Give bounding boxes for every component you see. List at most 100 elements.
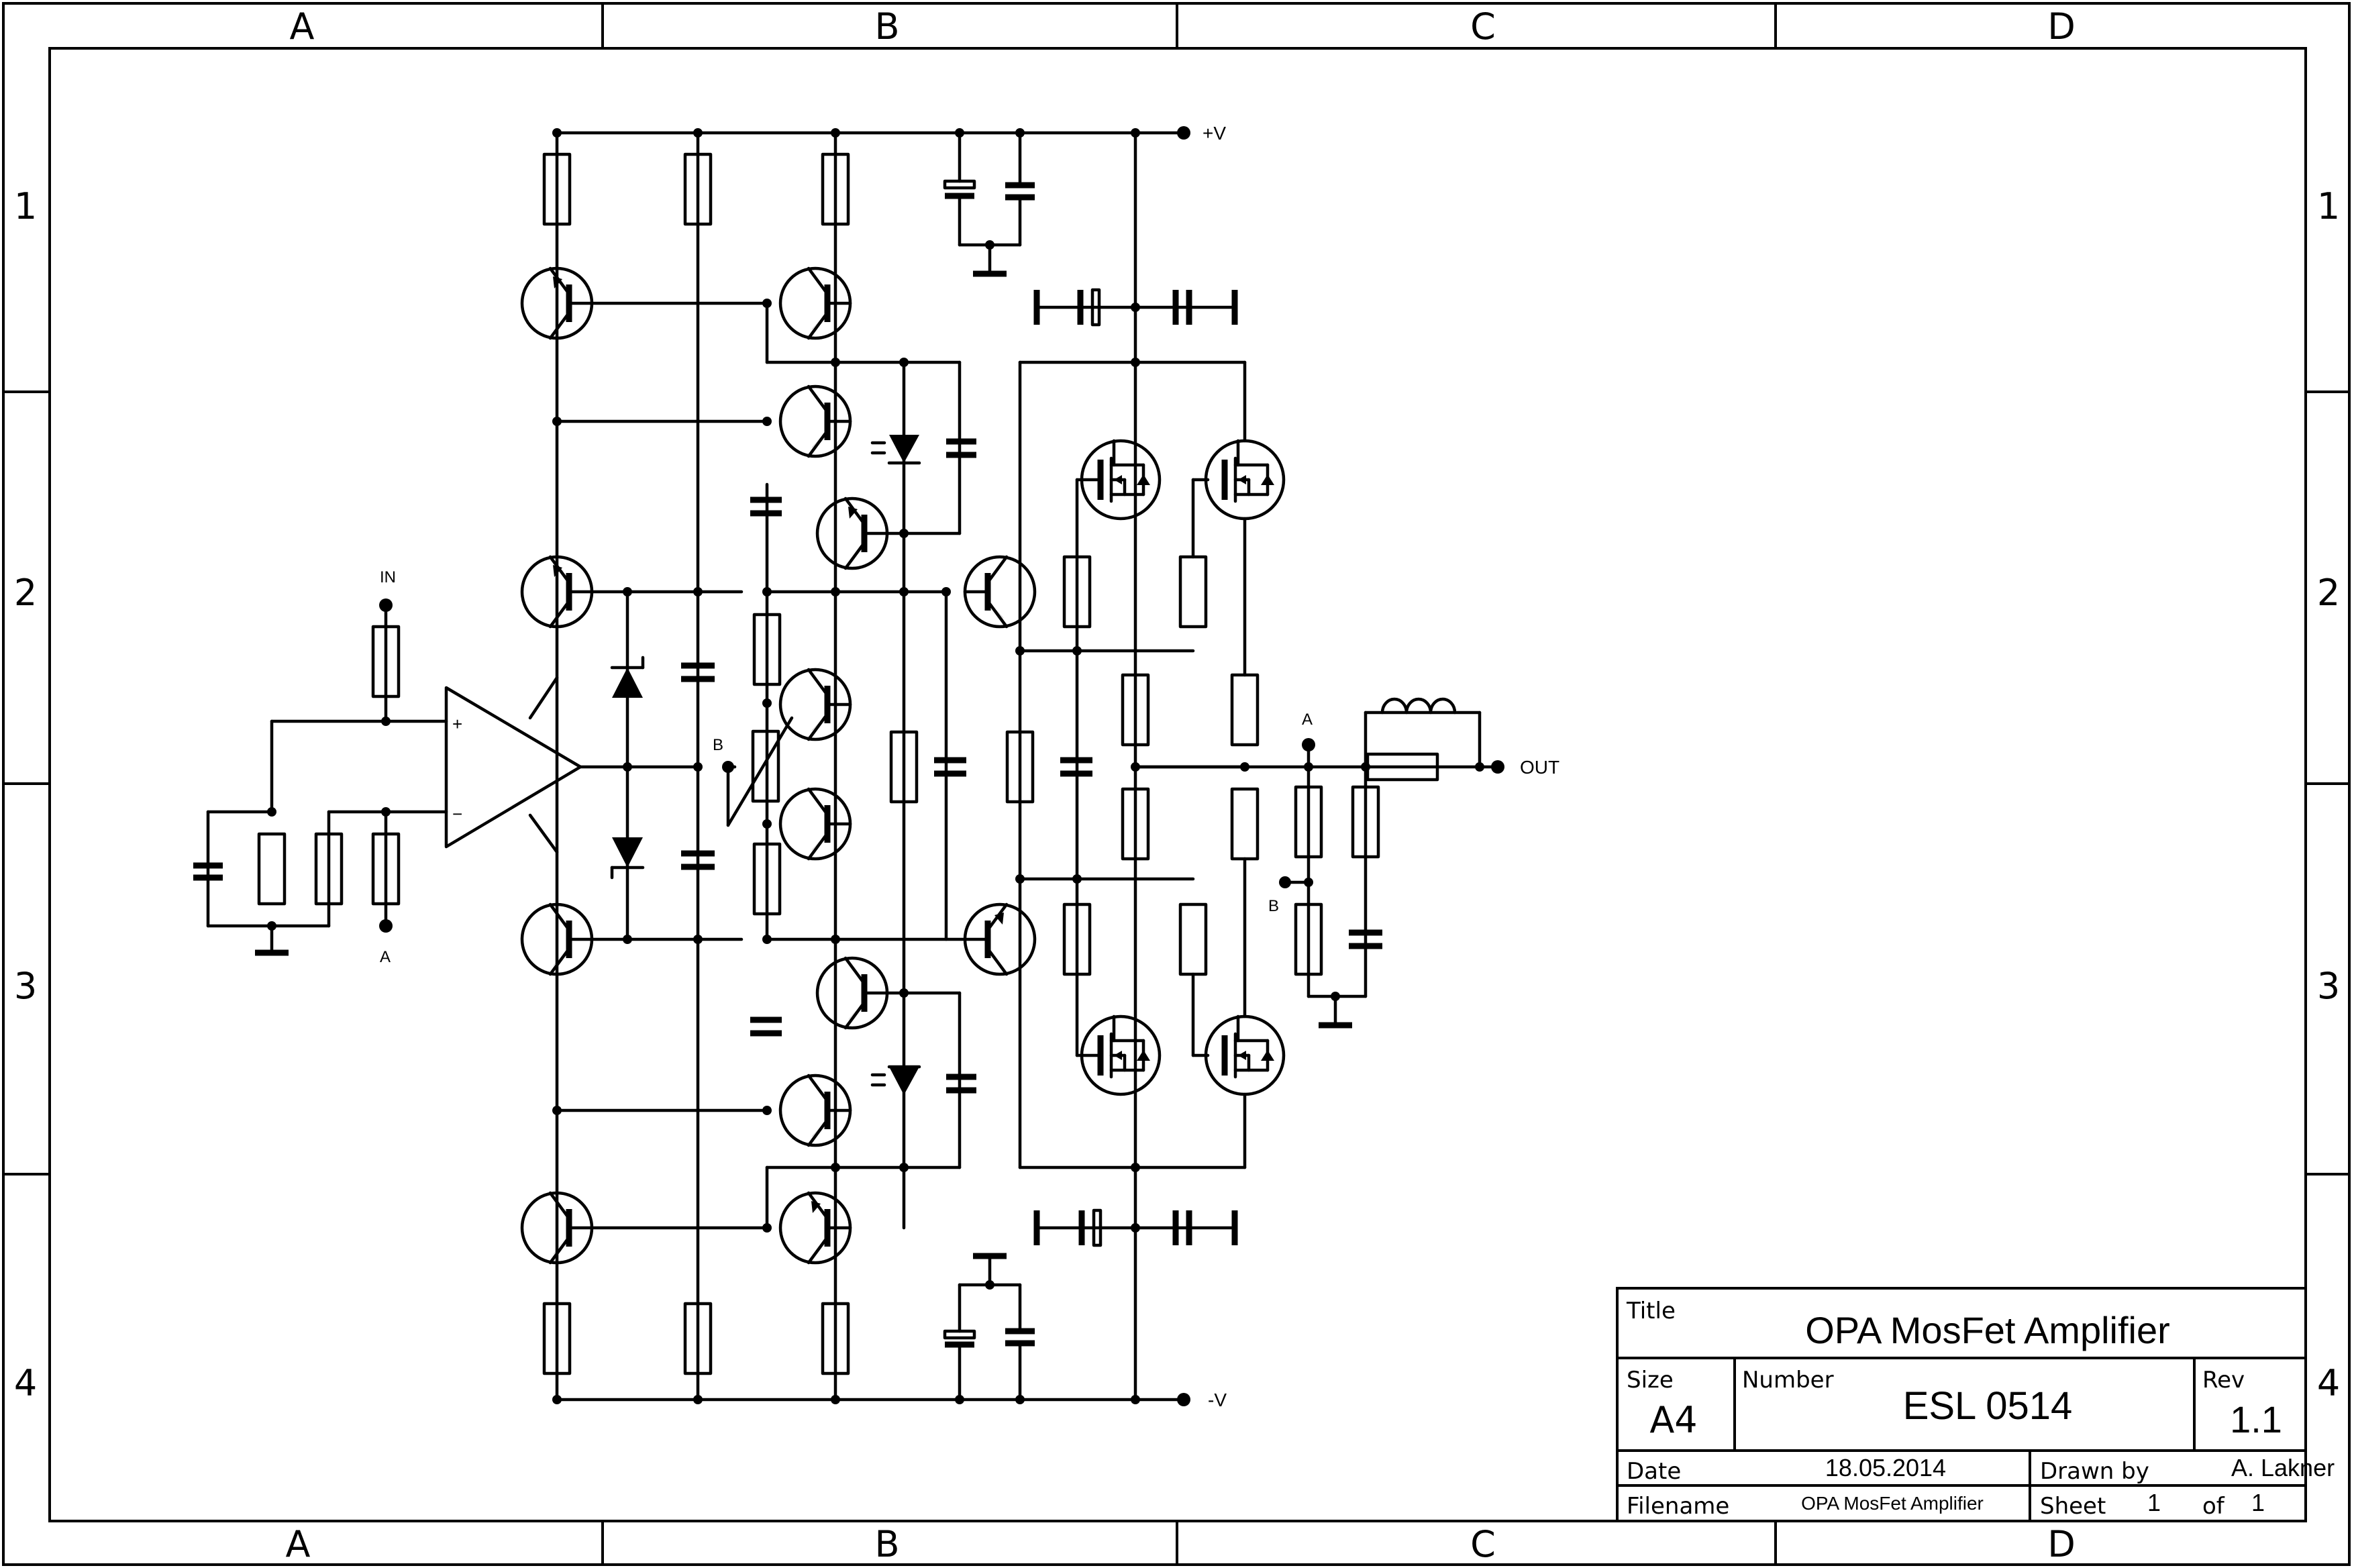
capacitors: [681, 131, 1382, 1402]
title-block: Title OPA MosFet Amplifier Size A4 Numbe…: [1616, 1287, 2335, 1522]
resistor: [1121, 673, 1150, 747]
op-plus: +: [452, 714, 462, 734]
output-node-a-label: A: [1302, 711, 1313, 729]
of-label: of: [2202, 1493, 2225, 1520]
junction-dot: [552, 1106, 562, 1115]
junction-dot: [762, 1106, 772, 1115]
resistor: [1230, 673, 1260, 747]
junction-dot: [831, 935, 840, 944]
junction-dot: [1131, 358, 1140, 367]
zone-col-bottom-d: D: [2047, 1523, 2076, 1565]
junction-dot: [831, 128, 840, 138]
zone-col-top-b: B: [874, 5, 899, 48]
junction-dot: [831, 358, 840, 367]
zone-row-right-3: 3: [2317, 965, 2340, 1007]
junction-dot: [831, 1163, 840, 1172]
junction-dot: [762, 935, 772, 944]
bjt-transistor: [778, 787, 852, 861]
zone-row-left-4: 4: [14, 1362, 37, 1404]
junction-dot: [899, 988, 909, 998]
zone-row-right-2: 2: [2317, 572, 2340, 614]
junction-dot: [693, 935, 703, 944]
junction-dot: [762, 587, 772, 596]
junction-dot: [831, 587, 840, 596]
junction-dot: [762, 1223, 772, 1233]
resistor: [542, 152, 572, 226]
rev-label: Rev: [2202, 1367, 2245, 1394]
title-label: Title: [1626, 1298, 1676, 1324]
resistor: [821, 152, 850, 226]
zone-row-right-1: 1: [2317, 185, 2340, 227]
zone-row-left-3: 3: [14, 965, 37, 1007]
resistor: [1121, 787, 1150, 861]
junction-dot: [1072, 646, 1082, 656]
junction-dot: [1131, 128, 1140, 138]
junction-dot: [552, 417, 562, 426]
junction-dot: [1072, 874, 1082, 884]
bjt-group: [520, 266, 1037, 1265]
zone-col-top-a: A: [290, 5, 315, 48]
junction-dot: [762, 819, 772, 829]
junction-dot: [552, 1395, 562, 1404]
filename-label: Filename: [1627, 1493, 1729, 1520]
bjt-transistor: [963, 555, 1037, 629]
zener-diodes: [610, 592, 645, 941]
supply-rails: +V -V: [555, 123, 1227, 1410]
filename-value: OPA MosFet Amplifier: [1801, 1493, 1984, 1514]
drawn-by-label: Drawn by: [2040, 1458, 2149, 1485]
resistor: [1230, 787, 1260, 861]
led-references: [870, 435, 921, 1095]
junction-dot: [693, 1395, 703, 1404]
drawing-title: OPA MosFet Amplifier: [1805, 1309, 2170, 1351]
size-value: A4: [1649, 1399, 1697, 1441]
junction-dot: [623, 587, 632, 596]
resistor: [683, 152, 713, 226]
bjt-transistor: [778, 1074, 852, 1147]
drawing-number: ESL 0514: [1903, 1384, 2073, 1428]
bias-network: B: [713, 716, 794, 827]
zone-col-bottom-a: A: [286, 1523, 311, 1565]
junction-dot: [1015, 874, 1025, 884]
junction-dot: [762, 417, 772, 426]
zone-row-left-1: 1: [14, 185, 37, 227]
resistor: [1178, 555, 1208, 629]
resistor: [821, 1302, 850, 1375]
sheet-label: Sheet: [2040, 1493, 2106, 1520]
sheets-value: 1: [2251, 1489, 2265, 1516]
size-label: Size: [1627, 1367, 1674, 1394]
zone-row-right-4: 4: [2317, 1362, 2340, 1404]
junction-dot: [941, 587, 951, 596]
junction-dot: [762, 299, 772, 308]
rev-value: 1.1: [2230, 1398, 2282, 1441]
number-label: Number: [1742, 1367, 1834, 1394]
output-network: A B OUT: [1133, 697, 1559, 1029]
bjt-transistor: [815, 956, 889, 1030]
junction-dot: [1015, 646, 1025, 656]
input-node-a-label: A: [380, 948, 391, 966]
out-label: OUT: [1520, 757, 1559, 778]
junction-dot: [693, 762, 703, 772]
bjt-transistor: [778, 384, 852, 458]
drawn-by-value: A. Lakner: [2231, 1454, 2335, 1481]
zone-col-top-c: C: [1470, 5, 1496, 48]
in-label: IN: [380, 568, 396, 586]
bjt-transistor: [520, 266, 594, 340]
op-minus: −: [452, 804, 462, 824]
resistor-group: [542, 152, 1260, 1375]
junction-dot: [899, 1163, 909, 1172]
date-label: Date: [1627, 1458, 1681, 1485]
zone-col-top-d: D: [2047, 5, 2076, 48]
bjt-transistor: [815, 496, 889, 570]
bjt-transistor: [963, 902, 1037, 976]
junction-dot: [762, 698, 772, 708]
junction-dot: [899, 358, 909, 367]
bjt-transistor: [778, 266, 852, 340]
zone-col-bottom-c: C: [1470, 1523, 1496, 1565]
bjt-transistor: [778, 668, 852, 741]
junction-dot: [693, 587, 703, 596]
vminus-label: -V: [1208, 1390, 1227, 1410]
zone-col-bottom-b: B: [874, 1523, 899, 1565]
input-network: IN A: [193, 568, 448, 966]
junction-dot: [693, 128, 703, 138]
